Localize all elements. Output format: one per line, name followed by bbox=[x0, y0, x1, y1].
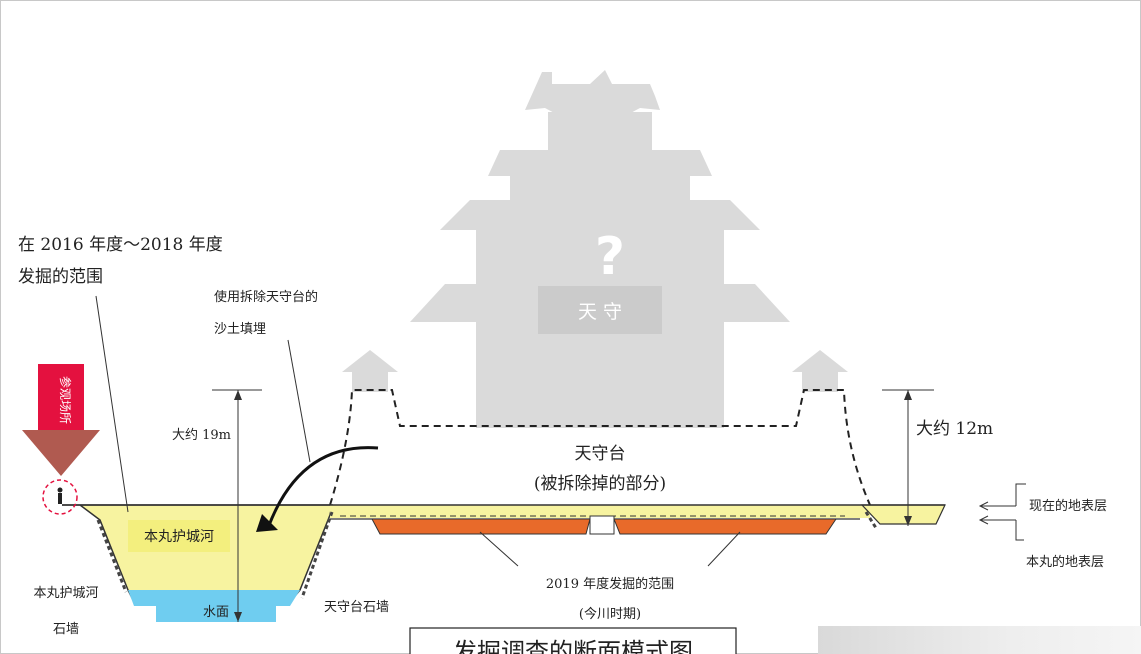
honmaru-surface-arrow bbox=[978, 515, 1016, 525]
tenshudai-stone-wall bbox=[300, 511, 334, 599]
tenshudai-wall-label: 天守台石墙 bbox=[324, 600, 389, 615]
castle-roof-2 bbox=[488, 150, 712, 176]
honmaru-surface-label: 本丸的地表层 bbox=[1026, 554, 1104, 570]
moat-label: 本丸护城河 bbox=[144, 529, 214, 545]
excavation-2019-right bbox=[613, 518, 837, 535]
excavation-2016-label-1: 在 2016 年度～2018 年度 bbox=[18, 235, 223, 255]
castle-question-mark: ? bbox=[595, 227, 625, 287]
tenshudai-outline bbox=[329, 389, 871, 506]
turret-right bbox=[792, 350, 848, 392]
excavation-2016-leader bbox=[95, 295, 129, 513]
photo-thumbnail bbox=[818, 626, 1141, 654]
water-box bbox=[156, 590, 276, 622]
viewing-spot-circle bbox=[42, 479, 78, 515]
caption-box bbox=[409, 627, 737, 654]
current-surface-label: 现在的地表层 bbox=[1029, 498, 1107, 514]
excavation-2019-label-1: 2019 年度发掘的范围 bbox=[546, 576, 674, 592]
viewing-spot-label: 参观场所 bbox=[58, 376, 73, 424]
moat-stone-wall bbox=[96, 519, 128, 593]
height-left-label: 大约 19m bbox=[172, 428, 231, 443]
current-surface-leader bbox=[1015, 483, 1026, 506]
honmaru-surface-leader bbox=[1015, 520, 1024, 541]
person-icon bbox=[57, 487, 63, 504]
moat-label-box bbox=[128, 520, 230, 552]
castle-body bbox=[476, 318, 724, 428]
fill-label-2: 沙土填埋 bbox=[214, 322, 266, 337]
castle-roof-top bbox=[525, 70, 660, 116]
water-label: 水面 bbox=[203, 605, 229, 620]
fill-leader bbox=[287, 339, 311, 463]
turret-left bbox=[342, 350, 398, 392]
excavation-2019-label-2: (今川时期) bbox=[579, 606, 641, 622]
viewing-spot-arrowhead bbox=[22, 430, 100, 476]
height-right-arrow-bottom bbox=[904, 516, 912, 526]
excavation-2019-left bbox=[371, 518, 591, 535]
moat-wall-label-2: 石墙 bbox=[53, 622, 79, 637]
current-surface-arrow bbox=[978, 501, 1016, 511]
right-surface-fill bbox=[860, 504, 946, 525]
castle-label: 天 守 bbox=[578, 301, 622, 323]
castle-roof-3 bbox=[440, 200, 760, 230]
tenshudai-label-2: (被拆除掉的部分) bbox=[534, 474, 666, 494]
height-right-arrow-top bbox=[904, 390, 912, 400]
castle-silhouette bbox=[342, 70, 848, 428]
excavation-gap bbox=[589, 515, 615, 535]
moat-wall-label-1: 本丸护城河 bbox=[33, 586, 98, 601]
height-right-label: 大约 12m bbox=[916, 419, 993, 439]
fill-curved-arrowhead bbox=[256, 514, 278, 532]
fill-label-1: 使用拆除天守台的 bbox=[214, 289, 318, 305]
right-stone-wall bbox=[864, 511, 878, 529]
castle-tier-3 bbox=[476, 226, 724, 290]
excavation-2016-label-2: 发掘的范围 bbox=[18, 267, 103, 287]
caption-label: 发掘调查的断面模式图 bbox=[453, 638, 693, 654]
castle-label-box bbox=[538, 286, 662, 334]
fill-layer bbox=[330, 505, 870, 518]
height-left-arrow-top bbox=[234, 390, 242, 400]
height-left-arrow-bottom bbox=[234, 612, 242, 622]
fill-curved-arrow bbox=[266, 446, 379, 529]
excavation-leader-right bbox=[707, 531, 741, 567]
tenshudai-label-1: 天守台 bbox=[575, 444, 626, 464]
viewing-spot-bar bbox=[38, 364, 84, 432]
moat-fill bbox=[62, 504, 333, 603]
excavation-leader-left bbox=[479, 531, 519, 567]
